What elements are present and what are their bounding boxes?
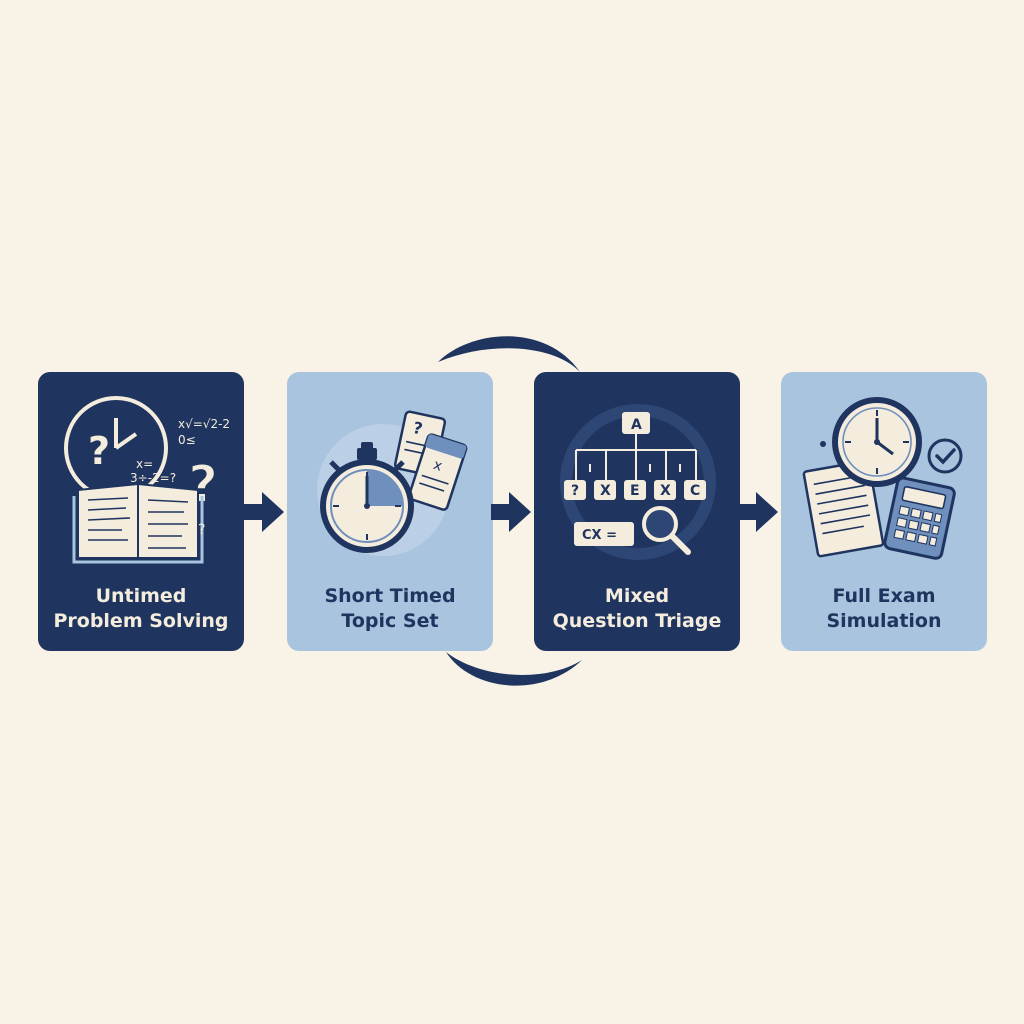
step-card-mixed-question-triage: A ? X E [534,372,740,651]
svg-text:?: ? [88,429,110,473]
loop-arc-bottom [446,652,582,686]
svg-text:CX =: CX = [582,528,617,543]
step-label: Full Exam Simulation [826,585,942,632]
stopwatch-cards-icon: ? x [317,410,468,556]
step-card-short-timed-topic-set: ? x [287,372,493,651]
svg-text:X: X [600,483,611,499]
svg-text:?: ? [198,522,205,538]
step-card-untimed-problem-solving: ? x√=√2-2 x= 3÷-2=? 0≤ ? [38,372,244,651]
svg-text:?: ? [411,418,424,439]
step-label: Short Timed Topic Set [324,585,456,632]
arrow-right-icon [244,492,284,532]
svg-text:x=: x= [136,457,153,471]
step-label: Untimed Problem Solving [53,585,229,632]
svg-text:A: A [631,417,642,433]
step-card-full-exam-simulation: Full Exam Simulation [781,372,987,651]
book-clock-question-icon: ? x√=√2-2 x= 3÷-2=? 0≤ ? [64,396,230,564]
svg-text:x√=√2-2: x√=√2-2 [178,417,230,431]
arrow-right-icon [738,492,778,532]
step-label: Mixed Question Triage [552,585,722,632]
svg-text:3÷-2=?: 3÷-2=? [130,471,176,485]
svg-text:0≤: 0≤ [178,433,196,447]
svg-text:C: C [690,483,700,499]
decision-tree-magnifier-icon: A ? X E [560,404,716,560]
clock-calculator-checklist-icon [802,397,963,560]
svg-text:X: X [660,483,671,499]
svg-text:E: E [630,483,640,499]
svg-text:?: ? [571,483,579,499]
loop-arc-top [438,336,580,372]
arrow-right-icon [491,492,531,532]
